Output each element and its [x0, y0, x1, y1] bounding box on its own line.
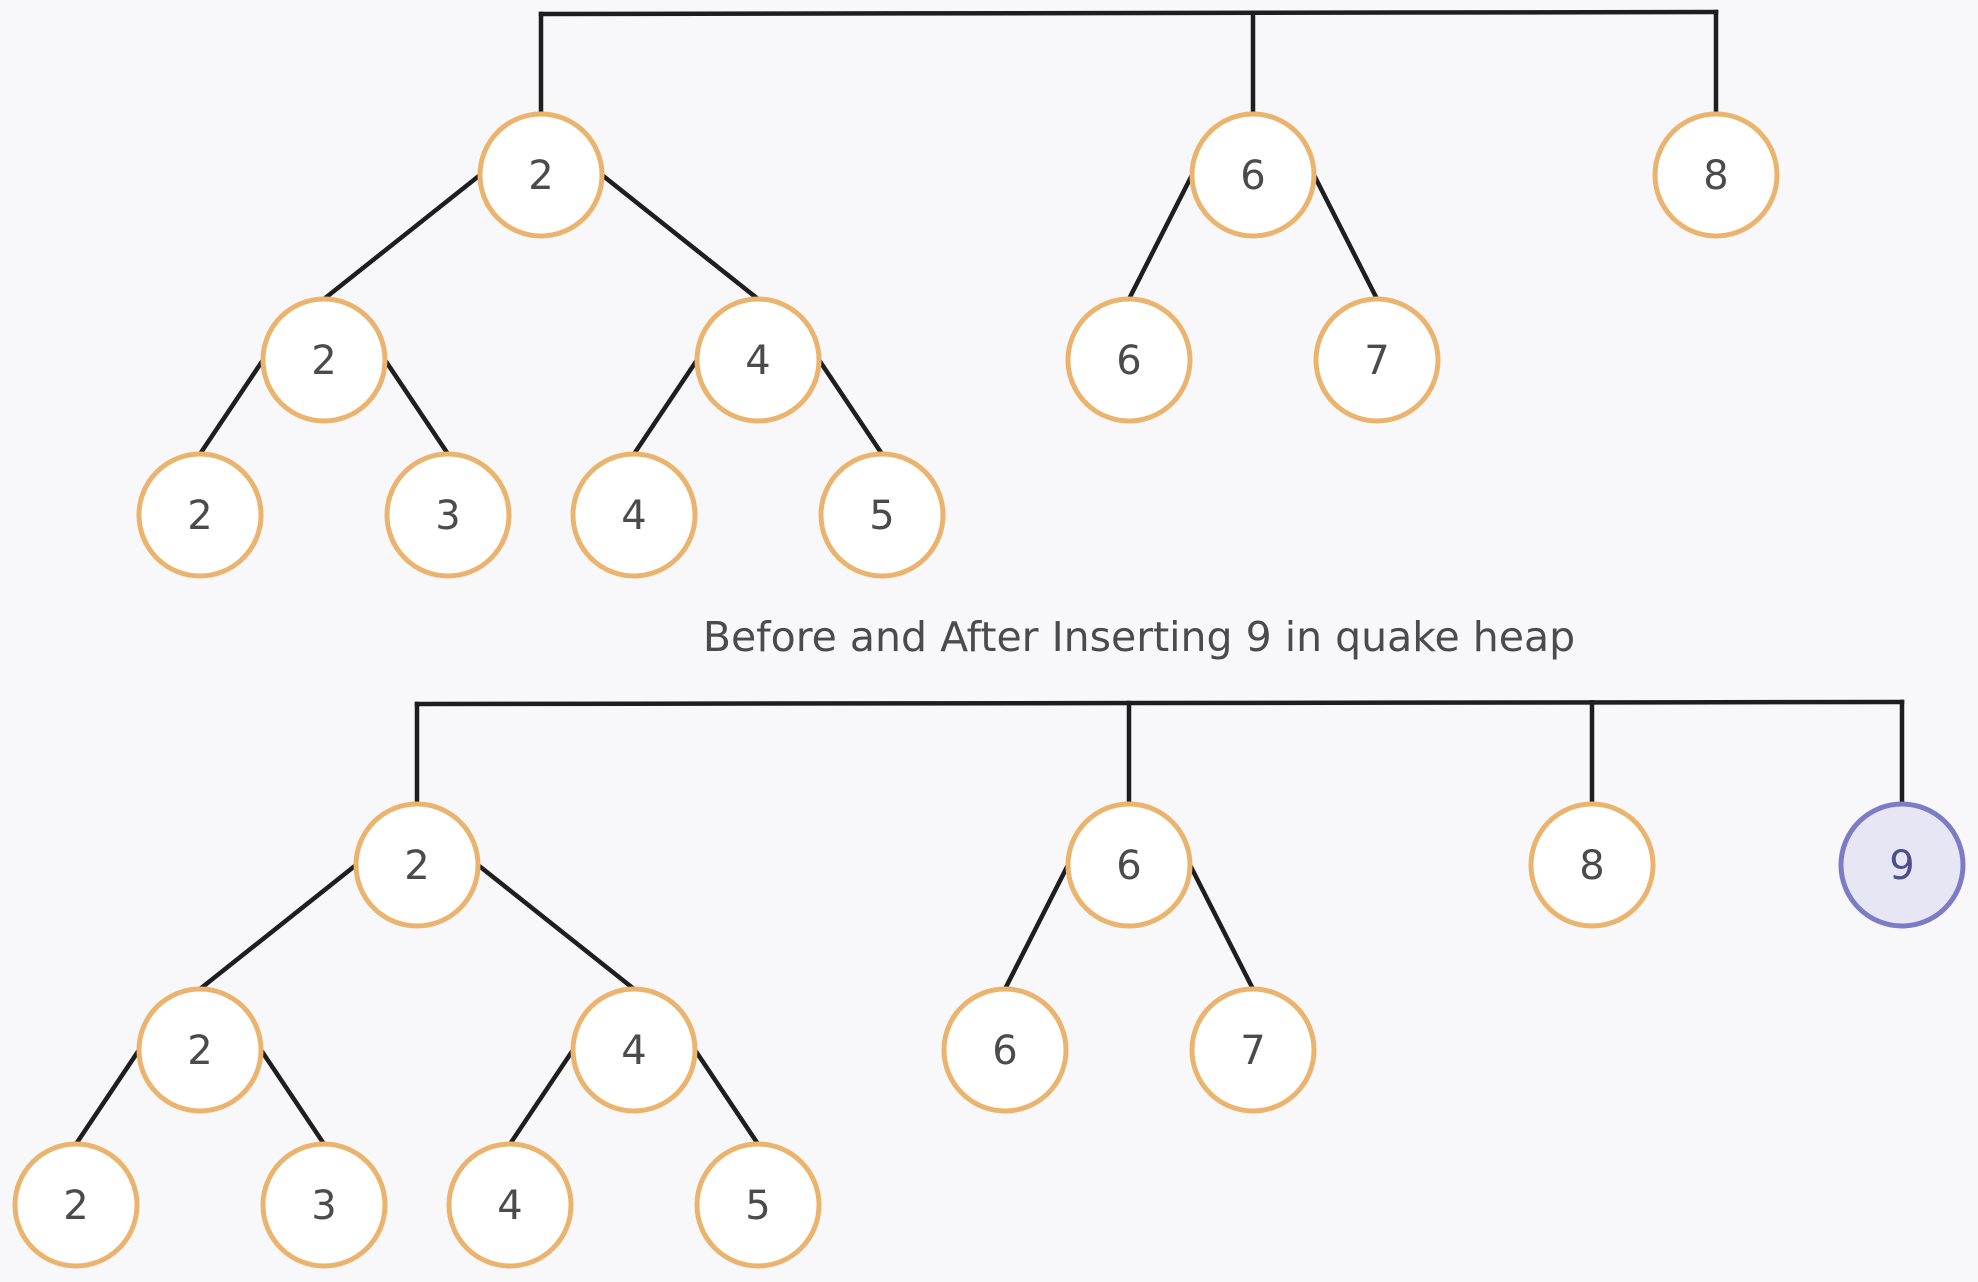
edge-before-0-0-1 — [381, 356, 452, 458]
node-after-2-circle — [1528, 801, 1656, 929]
edge-after-1-0 — [1001, 861, 1072, 993]
node-after-3-label: 9 — [1889, 843, 1914, 889]
node-before-0-1-0: 4 — [570, 451, 698, 579]
edge-after-0-1-1 — [691, 1046, 762, 1148]
node-after-0-0-1: 3 — [260, 1141, 388, 1269]
node-before-0-0-1: 3 — [384, 451, 512, 579]
edge-before-0-1-0 — [630, 356, 701, 458]
node-before-0-0: 2 — [260, 296, 388, 424]
edge-after-0-0-1 — [257, 1046, 328, 1148]
node-before-0-1-1-circle — [818, 451, 946, 579]
node-before-2-circle — [1652, 111, 1780, 239]
node-before-2-label: 8 — [1703, 153, 1728, 199]
node-before-0-1-circle — [694, 296, 822, 424]
root-list-bar — [414, 699, 1905, 707]
node-before-1-1: 7 — [1313, 296, 1441, 424]
node-before-0-0-1-circle — [384, 451, 512, 579]
node-before-0-0-label: 2 — [311, 338, 336, 384]
node-after-0-0-label: 2 — [187, 1028, 212, 1074]
diagram-caption: Before and After Inserting 9 in quake he… — [703, 613, 1575, 661]
node-before-0-1: 4 — [694, 296, 822, 424]
edge-before-1-0 — [1125, 171, 1196, 303]
node-before-1-0-circle — [1065, 296, 1193, 424]
edge-before-0-0-0 — [196, 356, 267, 458]
node-after-1-0-circle — [941, 986, 1069, 1114]
node-after-1-0-label: 6 — [992, 1028, 1017, 1074]
node-after-0-0: 2 — [136, 986, 264, 1114]
node-before-0-1-0-label: 4 — [621, 493, 646, 539]
node-after-3-circle — [1838, 801, 1966, 929]
root-list-bar — [538, 9, 1719, 17]
node-before-2: 8 — [1652, 111, 1780, 239]
node-after-0-circle — [353, 801, 481, 929]
node-before-1-0-label: 6 — [1116, 338, 1141, 384]
node-before-1: 6 — [1189, 111, 1317, 239]
edge-after-0-0-0 — [72, 1046, 143, 1148]
node-before-0: 2 — [477, 111, 605, 239]
node-after-2-label: 8 — [1579, 843, 1604, 889]
node-before-0-1-label: 4 — [745, 338, 770, 384]
node-before-1-1-label: 7 — [1364, 338, 1389, 384]
node-before-1-circle — [1189, 111, 1317, 239]
node-after-0-1: 4 — [570, 986, 698, 1114]
node-after-1-1-label: 7 — [1240, 1028, 1265, 1074]
node-before-0-circle — [477, 111, 605, 239]
edge-after-0-1-0 — [506, 1046, 577, 1148]
node-before-1-0: 6 — [1065, 296, 1193, 424]
after-heap: 2 3 2 4 5 4 2 6 7 6 8 9 — [12, 699, 1966, 1269]
node-after-1-1-circle — [1189, 986, 1317, 1114]
node-before-0-0-0-label: 2 — [187, 493, 212, 539]
edge-before-0-1-1 — [815, 356, 886, 458]
node-after-0-0-0-label: 2 — [63, 1183, 88, 1229]
node-after-0-1-0: 4 — [446, 1141, 574, 1269]
node-after-1-label: 6 — [1116, 843, 1141, 889]
node-before-1-label: 6 — [1240, 153, 1265, 199]
node-after-1-0: 6 — [941, 986, 1069, 1114]
node-after-0-label: 2 — [404, 843, 429, 889]
edge-after-1-1 — [1186, 861, 1257, 993]
node-before-0-0-1-label: 3 — [435, 493, 460, 539]
before-heap: 2 3 2 4 5 4 2 6 7 6 8 — [136, 9, 1780, 579]
edge-before-0-1 — [598, 171, 762, 303]
node-after-0-0-0-circle — [12, 1141, 140, 1269]
node-before-0-1-1-label: 5 — [869, 493, 894, 539]
node-after-1-circle — [1065, 801, 1193, 929]
node-before-0-0-0-circle — [136, 451, 264, 579]
node-after-0-0-1-circle — [260, 1141, 388, 1269]
node-after-0-1-0-circle — [446, 1141, 574, 1269]
node-after-0-1-1-circle — [694, 1141, 822, 1269]
node-before-0-1-1: 5 — [818, 451, 946, 579]
node-after-0: 2 — [353, 801, 481, 929]
node-after-1: 6 — [1065, 801, 1193, 929]
edge-before-0-0 — [320, 171, 484, 303]
node-before-0-0-circle — [260, 296, 388, 424]
node-before-0-0-0: 2 — [136, 451, 264, 579]
node-after-1-1: 7 — [1189, 986, 1317, 1114]
node-after-0-1-label: 4 — [621, 1028, 646, 1074]
node-after-0-1-circle — [570, 986, 698, 1114]
node-after-3: 9 — [1838, 801, 1966, 929]
node-after-0-1-1: 5 — [694, 1141, 822, 1269]
edge-before-1-1 — [1310, 171, 1381, 303]
node-before-0-1-0-circle — [570, 451, 698, 579]
edge-after-0-1 — [474, 861, 638, 993]
node-after-0-0-circle — [136, 986, 264, 1114]
node-before-1-1-circle — [1313, 296, 1441, 424]
edge-after-0-0 — [196, 861, 360, 993]
node-after-0-1-1-label: 5 — [745, 1183, 770, 1229]
node-before-0-label: 2 — [528, 153, 553, 199]
node-after-0-0-1-label: 3 — [311, 1183, 336, 1229]
node-after-2: 8 — [1528, 801, 1656, 929]
node-after-0-1-0-label: 4 — [497, 1183, 522, 1229]
node-after-0-0-0: 2 — [12, 1141, 140, 1269]
